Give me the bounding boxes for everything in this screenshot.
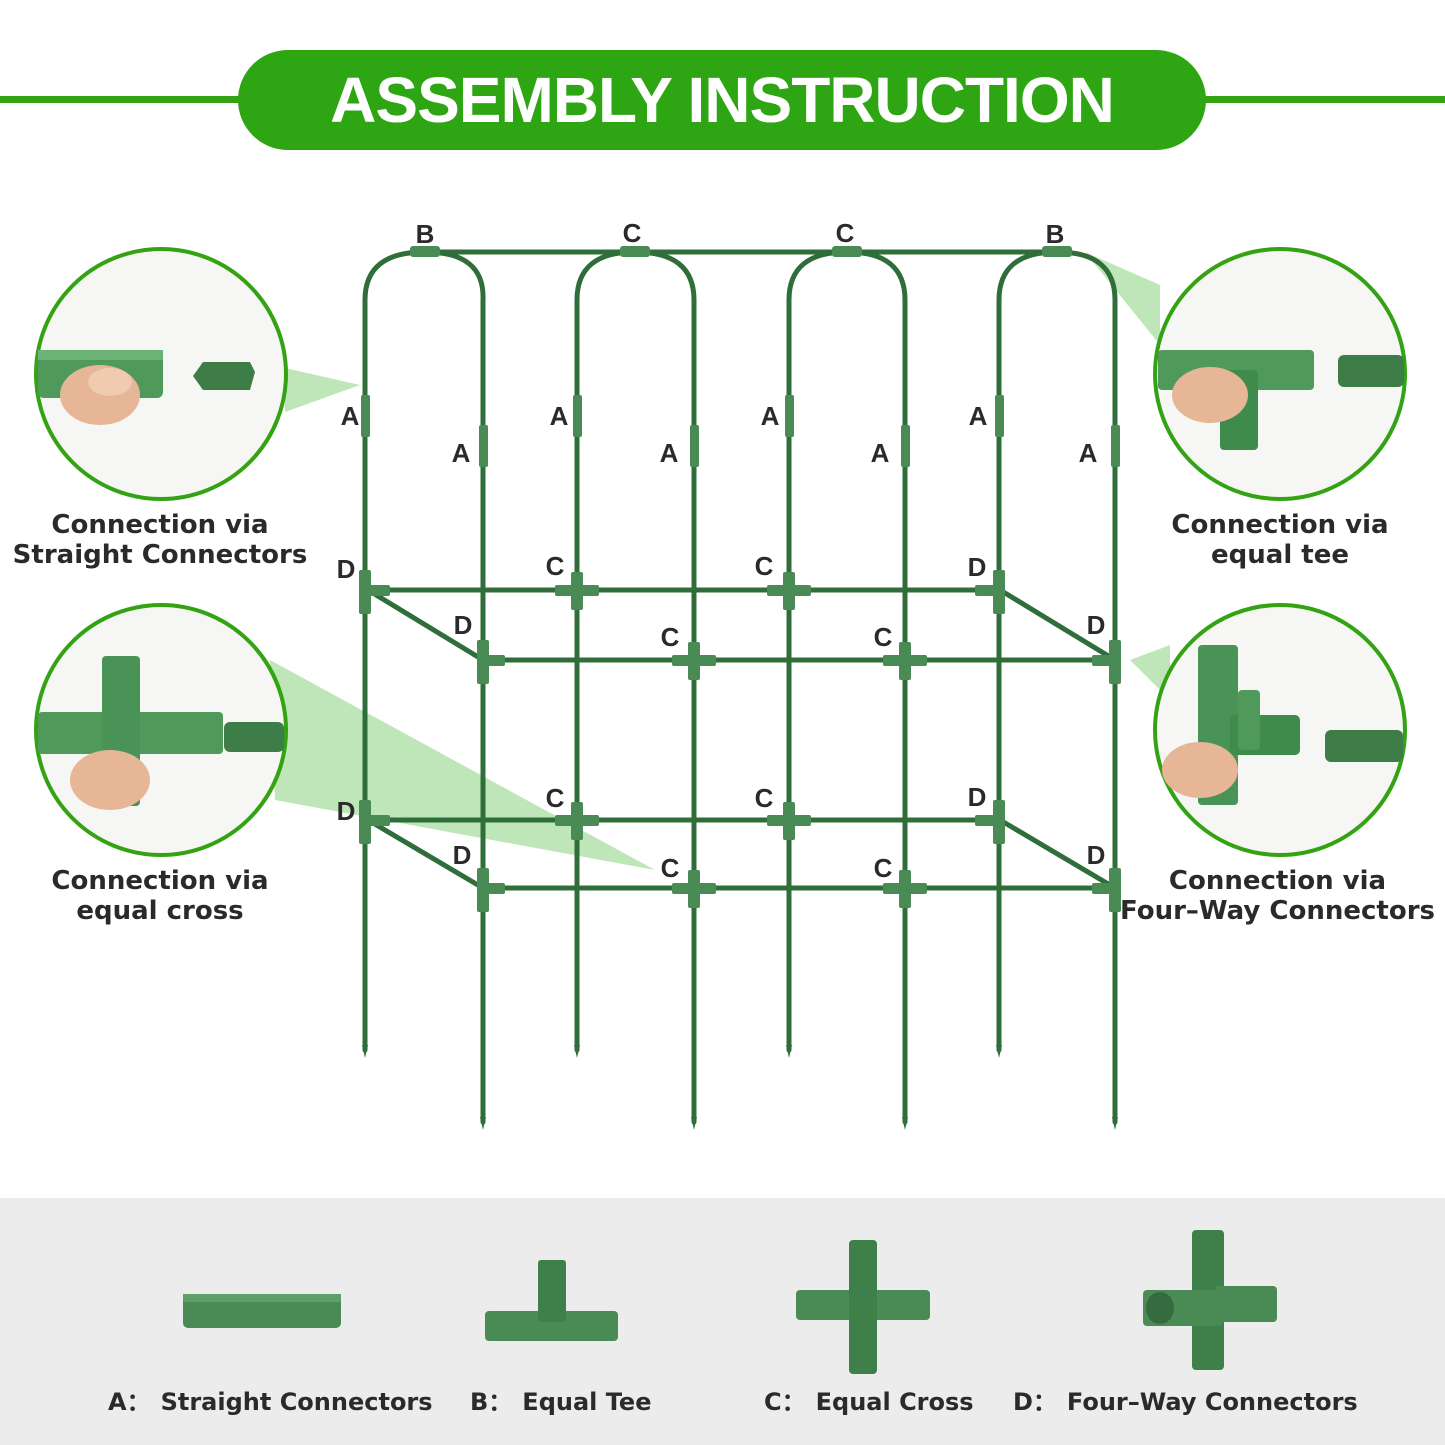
legend-key: A： [108, 1388, 151, 1416]
legend-tee: B： Equal Tee [470, 1382, 651, 1417]
callout-line: Connection via [51, 510, 269, 540]
label-a: A [871, 438, 890, 468]
callout-line: Connection via [1171, 510, 1389, 540]
callout-line: Straight Connectors [12, 540, 308, 570]
label-d: D [968, 782, 987, 812]
label-d: D [1087, 840, 1106, 870]
label-a: A [969, 401, 988, 431]
callout-beam-tee [1085, 252, 1160, 345]
legend-name: Straight Connectors [160, 1388, 433, 1416]
label-a: A [761, 401, 780, 431]
label-d: D [453, 840, 472, 870]
four-way-connector-icon [1143, 1230, 1277, 1370]
straight-connector-icon [183, 1294, 341, 1328]
label-d: D [454, 610, 473, 640]
label-c: C [755, 783, 774, 813]
callout-caption-cross: Connection via equal cross [10, 866, 310, 926]
callout-line: equal tee [1211, 540, 1349, 570]
ground-spikes [362, 1045, 1118, 1130]
title-banner: ASSEMBLY INSTRUCTION [238, 50, 1206, 150]
label-a: A [341, 401, 360, 431]
callout-caption-fourway: Connection via Four–Way Connectors [1115, 866, 1440, 926]
callout-caption-straight: Connection via Straight Connectors [10, 510, 310, 570]
label-d: D [337, 554, 356, 584]
legend-name: Equal Tee [522, 1388, 652, 1416]
callout-caption-tee: Connection via equal tee [1130, 510, 1430, 570]
legend-straight: A： Straight Connectors [108, 1382, 433, 1417]
legend-key: D： [1013, 1388, 1057, 1416]
callout-tee-circle [1153, 247, 1407, 501]
callout-beam-straight [285, 368, 360, 412]
label-d: D [968, 552, 987, 582]
label-d: D [337, 796, 356, 826]
label-c: C [874, 853, 893, 883]
label-c: C [836, 218, 855, 248]
label-c: C [661, 853, 680, 883]
legend-cross: C： Equal Cross [764, 1382, 974, 1417]
legend-name: Four–Way Connectors [1066, 1388, 1358, 1416]
callout-beam-cross [270, 660, 655, 870]
callout-line: Four–Way Connectors [1120, 896, 1435, 926]
label-c: C [546, 783, 565, 813]
label-b: B [1046, 219, 1065, 249]
label-c: C [755, 551, 774, 581]
callout-line: Connection via [1168, 866, 1387, 896]
callout-line: Connection via [51, 866, 269, 896]
callout-straight-circle [34, 247, 288, 501]
legend-key: B： [470, 1388, 513, 1416]
equal-cross-icon [796, 1240, 930, 1374]
label-c: C [874, 622, 893, 652]
callout-beam-fourway [1130, 645, 1170, 700]
label-a: A [452, 438, 471, 468]
label-d: D [1087, 610, 1106, 640]
label-a: A [660, 438, 679, 468]
frame [362, 249, 1118, 1125]
label-a: A [550, 401, 569, 431]
callout-cross-circle [34, 603, 288, 857]
legend-icons [183, 1230, 1277, 1374]
callout-line: equal cross [76, 896, 244, 926]
legend-name: Equal Cross [815, 1388, 974, 1416]
label-c: C [623, 218, 642, 248]
label-b: B [416, 219, 435, 249]
label-c: C [546, 551, 565, 581]
label-c: C [661, 622, 680, 652]
legend-key: C： [764, 1388, 806, 1416]
legend-fourway: D： Four–Way Connectors [1013, 1382, 1358, 1417]
page-title: ASSEMBLY INSTRUCTION [330, 64, 1115, 136]
equal-tee-icon [485, 1260, 618, 1341]
trellis-diagram: B C C B A A A A A A A A D C C D D C C D … [34, 218, 1407, 1130]
callout-fourway-circle [1153, 603, 1407, 857]
frame-connectors [359, 246, 1121, 912]
label-a: A [1079, 438, 1098, 468]
